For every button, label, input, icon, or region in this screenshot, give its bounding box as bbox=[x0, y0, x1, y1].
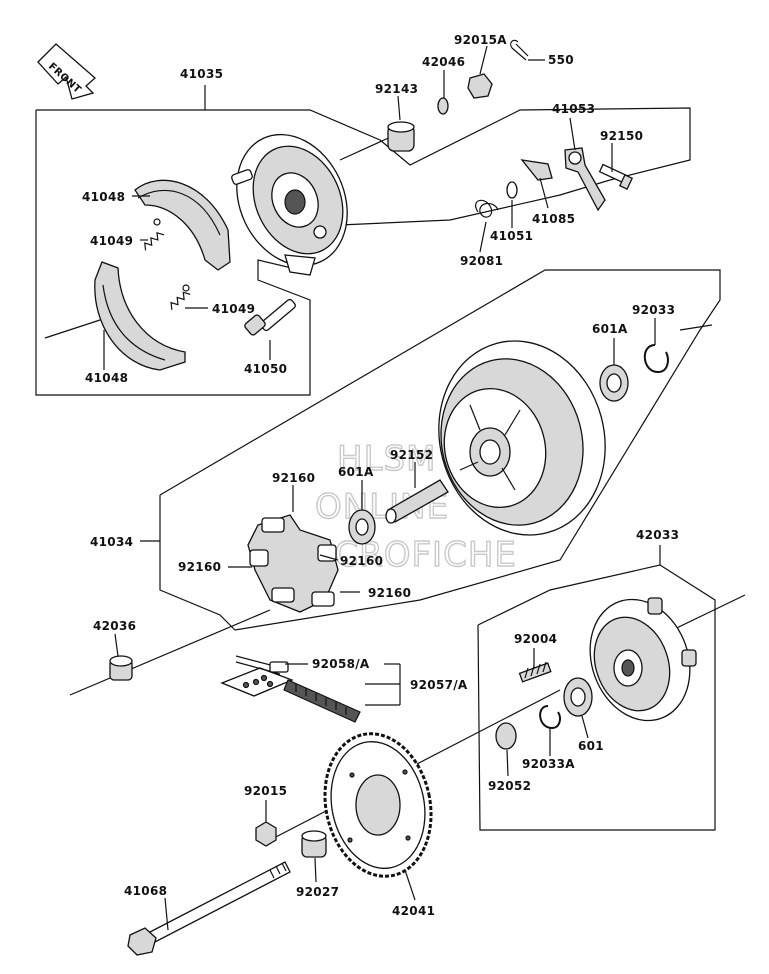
axis-line bbox=[339, 134, 396, 161]
part-label-41048-lower: 41048 bbox=[85, 371, 128, 385]
part-label-42046: 42046 bbox=[422, 55, 465, 69]
brake-lever bbox=[564, 147, 606, 212]
collar-left bbox=[109, 655, 133, 681]
stud-bolt bbox=[518, 661, 552, 683]
part-label-41035: 41035 bbox=[180, 67, 223, 81]
part-label-92150: 92150 bbox=[600, 129, 643, 143]
part-label-92152: 92152 bbox=[390, 448, 433, 462]
part-label-42041: 42041 bbox=[392, 904, 435, 918]
bolt bbox=[598, 163, 634, 190]
sprocket-hub bbox=[589, 597, 697, 722]
wheel-rim bbox=[438, 340, 606, 536]
rear-sprocket bbox=[323, 732, 433, 878]
group-outline-41035 bbox=[35, 107, 691, 396]
part-label-41049-lower: 41049 bbox=[212, 302, 255, 316]
chain-joint bbox=[220, 655, 294, 697]
part-label-92015: 92015 bbox=[244, 784, 287, 798]
bearing bbox=[599, 364, 629, 402]
part-label-601: 601 bbox=[578, 739, 604, 753]
circlip bbox=[643, 344, 669, 374]
group-outline-42033 bbox=[477, 564, 716, 831]
bearing bbox=[348, 509, 376, 545]
axis-line bbox=[69, 609, 271, 696]
part-label-92052: 92052 bbox=[488, 779, 531, 793]
part-label-601a-left: 601A bbox=[338, 465, 374, 479]
brake-panel bbox=[231, 133, 348, 276]
seal bbox=[506, 181, 518, 199]
axis-line bbox=[44, 319, 101, 339]
part-label-601a-right: 601A bbox=[592, 322, 628, 336]
front-arrow-icon: FRONT bbox=[37, 43, 96, 100]
brake-shoe-lower bbox=[94, 261, 186, 371]
axle-sleeve bbox=[385, 479, 449, 524]
part-label-92027: 92027 bbox=[296, 885, 339, 899]
watermark-line-1: HLSM bbox=[337, 439, 436, 479]
cotter-pin bbox=[510, 39, 529, 61]
part-label-41049-upper: 41049 bbox=[90, 234, 133, 248]
axle-collar bbox=[301, 830, 327, 858]
part-label-550: 550 bbox=[548, 53, 574, 67]
spring-icon bbox=[144, 218, 165, 251]
part-label-92015a: 92015A bbox=[454, 33, 507, 47]
leader-lines bbox=[103, 45, 656, 931]
sprocket-nut bbox=[255, 821, 277, 847]
circlip-hub bbox=[539, 705, 561, 730]
part-label-41051: 41051 bbox=[490, 229, 533, 243]
part-labels: 41035 92015A 550 42046 92143 41053 92150… bbox=[82, 33, 679, 918]
spacer bbox=[495, 722, 517, 750]
part-label-41068: 41068 bbox=[124, 884, 167, 898]
part-label-42036: 42036 bbox=[93, 619, 136, 633]
part-label-92057a: 92057/A bbox=[410, 678, 468, 692]
part-label-41050: 41050 bbox=[244, 362, 287, 376]
part-label-92143: 92143 bbox=[375, 82, 418, 96]
part-label-92033: 92033 bbox=[632, 303, 675, 317]
part-label-41053: 41053 bbox=[552, 102, 595, 116]
brake-shoe-upper bbox=[134, 179, 231, 271]
part-label-41034: 41034 bbox=[90, 535, 133, 549]
castle-nut bbox=[467, 73, 493, 99]
return-spring bbox=[475, 199, 499, 218]
wear-indicator bbox=[520, 159, 553, 181]
part-label-92081: 92081 bbox=[460, 254, 503, 268]
part-label-92160-right: 92160 bbox=[340, 554, 383, 568]
part-label-92004: 92004 bbox=[514, 632, 557, 646]
spring-icon bbox=[170, 284, 191, 310]
part-label-92160-top: 92160 bbox=[272, 471, 315, 485]
part-label-92058a: 92058/A bbox=[312, 657, 370, 671]
rear-axle bbox=[127, 861, 291, 956]
collar bbox=[387, 121, 415, 152]
axis-line bbox=[679, 324, 713, 331]
bearing-hub bbox=[563, 677, 593, 717]
part-label-41085: 41085 bbox=[532, 212, 575, 226]
part-label-92033a: 92033A bbox=[522, 757, 575, 771]
drive-chain bbox=[283, 679, 361, 723]
part-label-92160-left: 92160 bbox=[178, 560, 221, 574]
part-label-42033: 42033 bbox=[636, 528, 679, 542]
group-outline-41034 bbox=[159, 269, 721, 631]
part-label-92160-bottom: 92160 bbox=[368, 586, 411, 600]
damper-rubber bbox=[247, 514, 339, 613]
washer bbox=[437, 97, 449, 115]
part-label-41048-upper: 41048 bbox=[82, 190, 125, 204]
brake-cam-shaft bbox=[244, 298, 296, 336]
